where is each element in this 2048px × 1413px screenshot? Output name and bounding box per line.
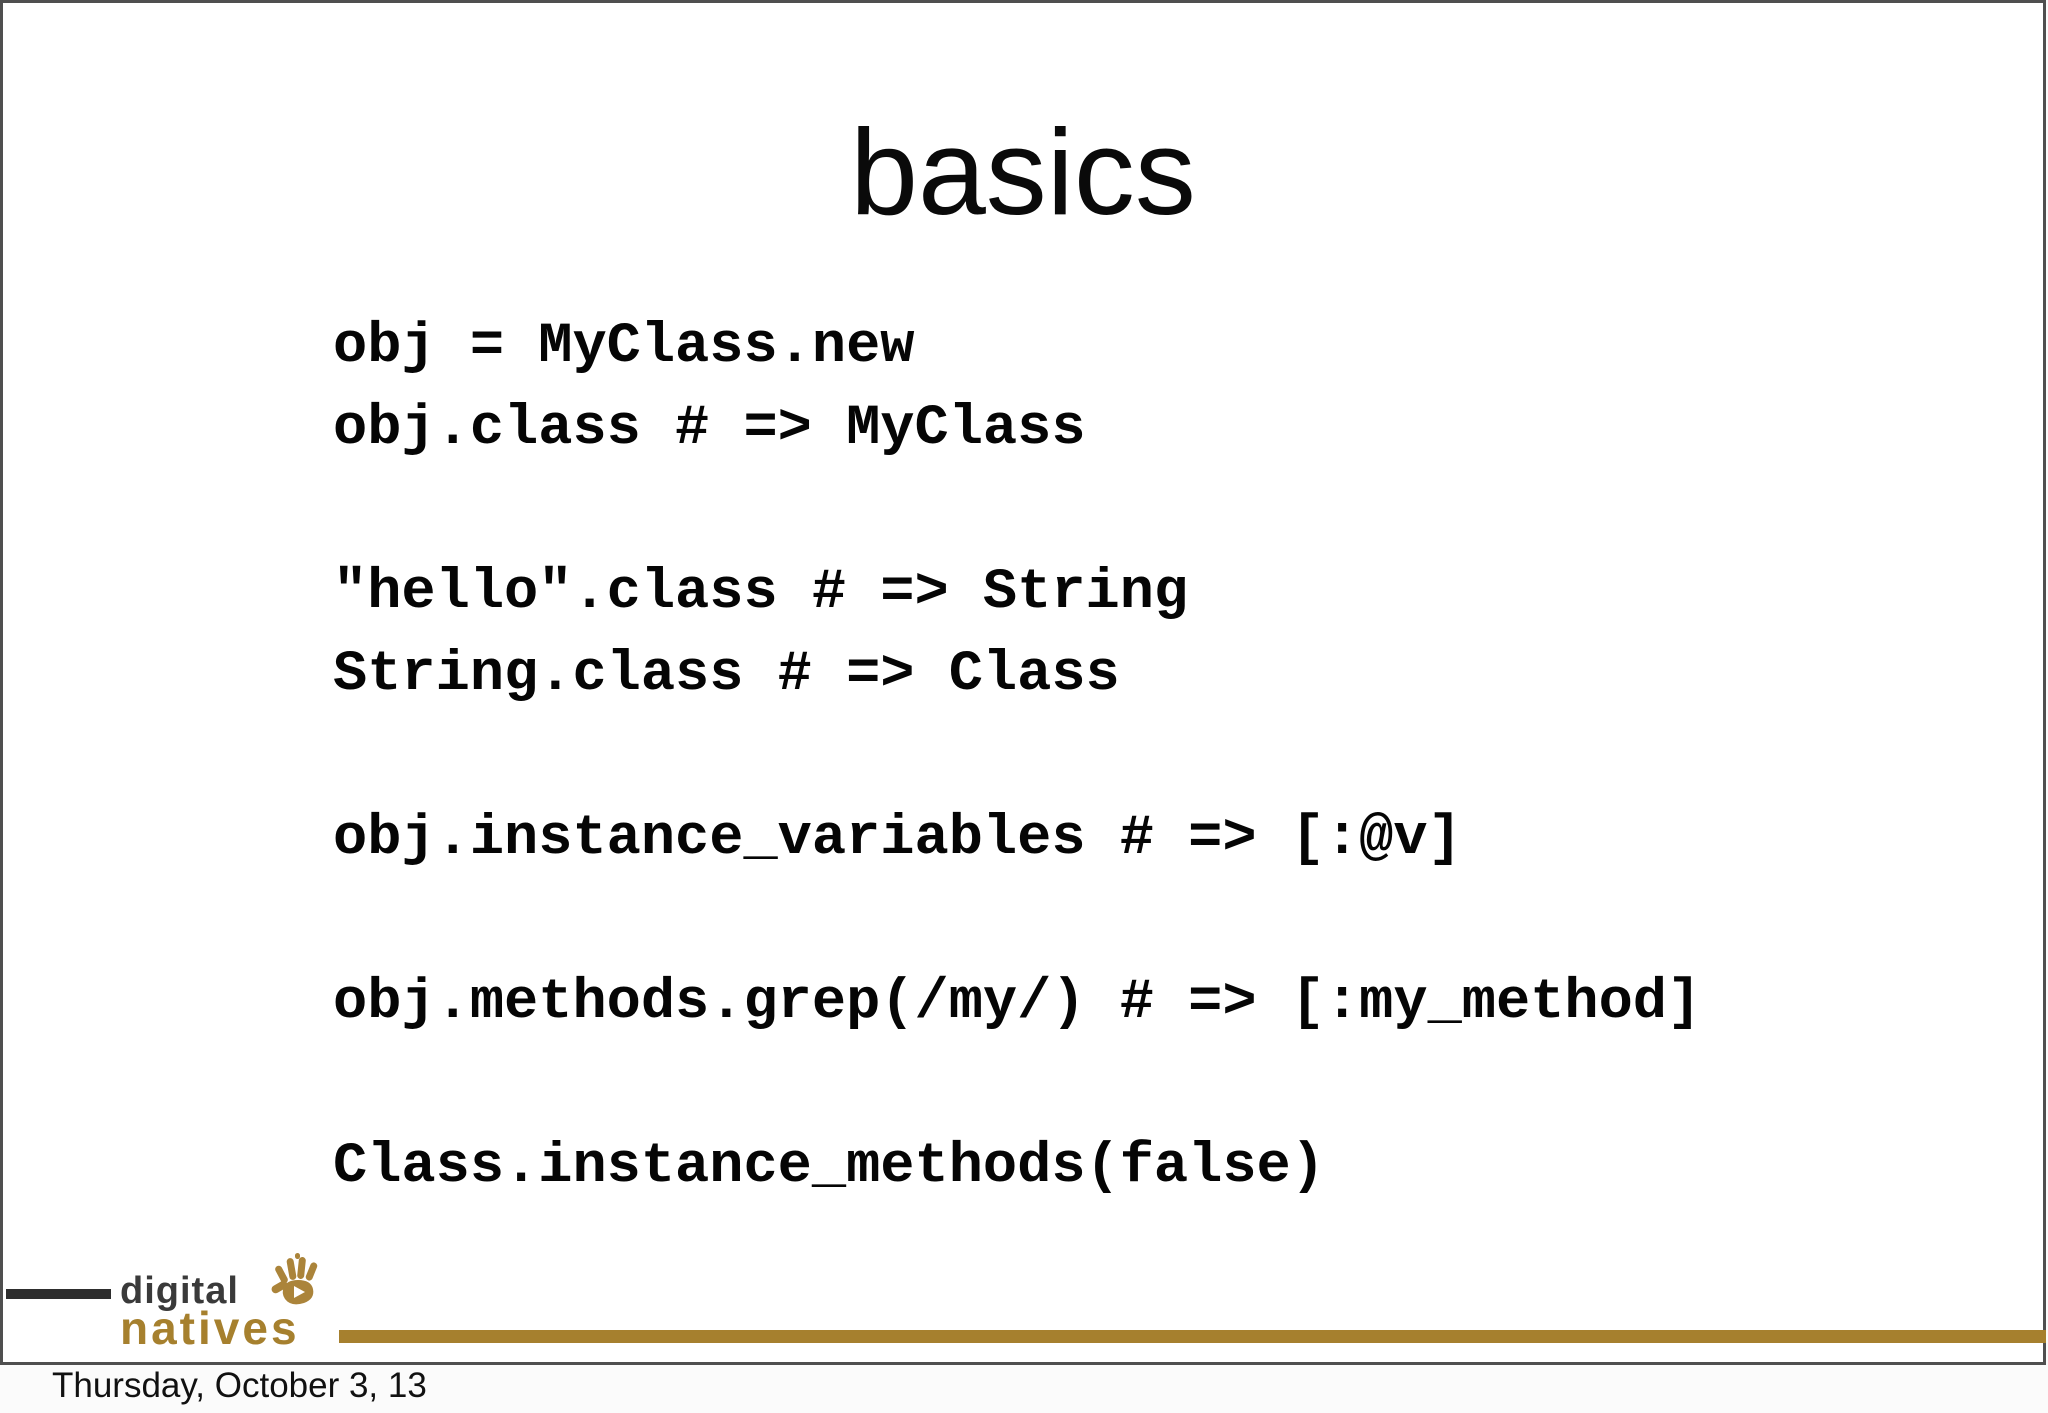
- logo-word-natives: natives: [120, 1302, 300, 1354]
- logo-word-digital: digital: [120, 1270, 239, 1312]
- code-block: obj = MyClass.new obj.class # => MyClass…: [333, 315, 1702, 1199]
- slide: basics obj = MyClass.new obj.class # => …: [0, 0, 2046, 1365]
- hand-play-icon: [271, 1253, 318, 1305]
- logo-gold-rule: [339, 1330, 2046, 1343]
- logo-left-rule: [6, 1289, 111, 1299]
- slide-title: basics: [850, 104, 1196, 240]
- slide-date: Thursday, October 3, 13: [52, 1366, 427, 1405]
